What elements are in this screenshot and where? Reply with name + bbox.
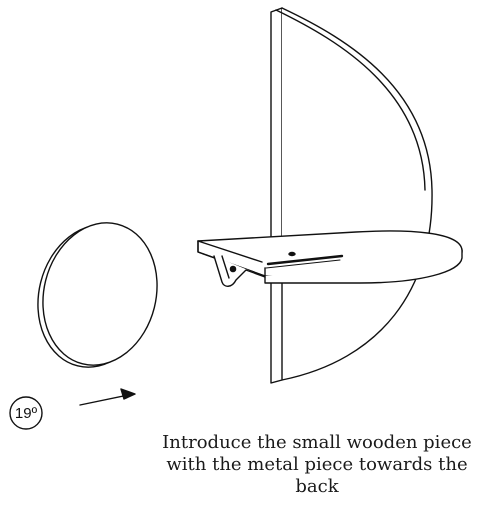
- metal-bracket: [213, 255, 266, 287]
- step-number-circle: [9, 396, 43, 430]
- instruction-line-1: Introduce the small wooden piece: [162, 432, 472, 453]
- instruction-line-3: back: [295, 476, 339, 497]
- step-number: 19º: [14, 404, 38, 422]
- instruction-line-2: with the metal piece towards the: [166, 454, 468, 475]
- large-half-disc-panel: [270, 7, 433, 384]
- instruction-text: Introduce the small wooden piece with th…: [130, 432, 504, 498]
- small-round-disc: [37, 222, 158, 368]
- insertion-arrow: [79, 388, 136, 406]
